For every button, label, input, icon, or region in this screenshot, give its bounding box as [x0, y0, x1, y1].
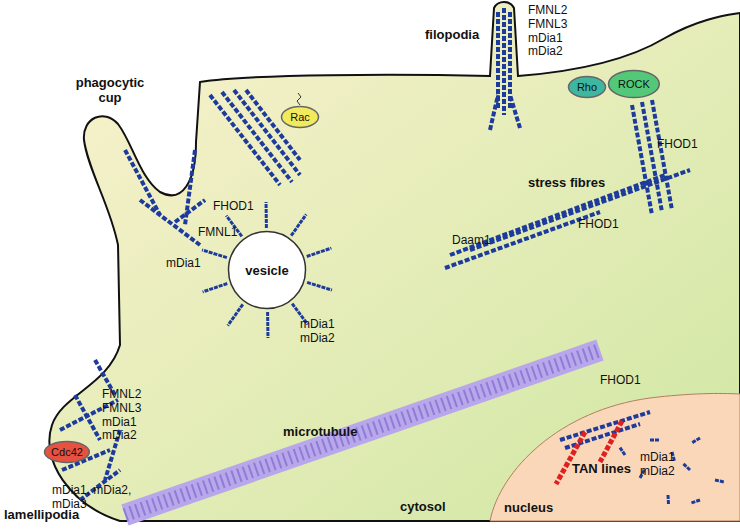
protein-label: FHOD1 — [578, 218, 619, 232]
region-label: stress fibres — [528, 176, 605, 191]
gtpase-oval: ROCK — [607, 69, 661, 99]
protein-label: mDia1 mDia2 — [640, 450, 684, 478]
vesicle-label: vesicle — [245, 263, 288, 278]
protein-label: FMNL2 FMNL3 mDia1 mDia2 — [102, 388, 146, 443]
membrane-anchor — [297, 93, 301, 105]
actin-filament — [650, 439, 659, 442]
region-label: phagocytic cup — [70, 76, 150, 106]
protein-label: Cdc42 — [51, 446, 83, 458]
protein-label: mDia1 mDia2 — [300, 318, 344, 346]
actin-filament — [203, 284, 228, 292]
nucleus-label: nucleus — [504, 500, 553, 515]
actin-filament — [228, 304, 243, 325]
protein-label: Rac — [290, 111, 310, 123]
region-label: cytosol — [400, 500, 446, 515]
nucleus-region: nucleus mDia1 mDia2 — [490, 394, 740, 521]
actin-filament — [691, 500, 700, 503]
region-label: filopodia — [425, 28, 479, 43]
gtpase-oval: Cdc42 — [43, 440, 91, 464]
actin-filament — [202, 250, 227, 258]
actin-filament — [692, 438, 700, 443]
actin-filament — [265, 202, 268, 228]
gtpase-oval: Rac — [280, 105, 320, 129]
actin-filament — [307, 282, 332, 290]
protein-label: mDia1 — [166, 257, 201, 271]
region-label: microtubule — [283, 425, 357, 440]
nucleus-shape — [490, 393, 740, 521]
short-filaments — [202, 93, 724, 504]
vesicle-circle: vesicle — [227, 230, 307, 310]
actin-filament — [266, 312, 269, 338]
protein-label: ROCK — [618, 78, 650, 90]
protein-label: FHOD1 — [657, 138, 698, 152]
actin-filament — [667, 495, 670, 504]
actin-filament — [620, 448, 625, 455]
protein-label: Daam1 — [452, 234, 491, 248]
protein-label: FHOD1 — [213, 200, 254, 214]
protein-label: Rho — [577, 81, 597, 93]
actin-filament — [307, 248, 332, 256]
actin-filament — [683, 464, 690, 470]
protein-label: FMNL1 — [198, 226, 237, 240]
cell-outline — [49, 2, 740, 521]
protein-label: FMNL2 FMNL3 mDia1 mDia2 — [528, 4, 572, 59]
gtpase-oval: Rho — [567, 75, 607, 99]
region-label: TAN lines — [572, 462, 632, 477]
microtubule — [125, 350, 600, 515]
region-label: lamellipodia — [4, 508, 79, 523]
actin-filament — [291, 214, 306, 235]
actin-filament — [715, 480, 724, 482]
protein-label: FHOD1 — [600, 374, 641, 388]
